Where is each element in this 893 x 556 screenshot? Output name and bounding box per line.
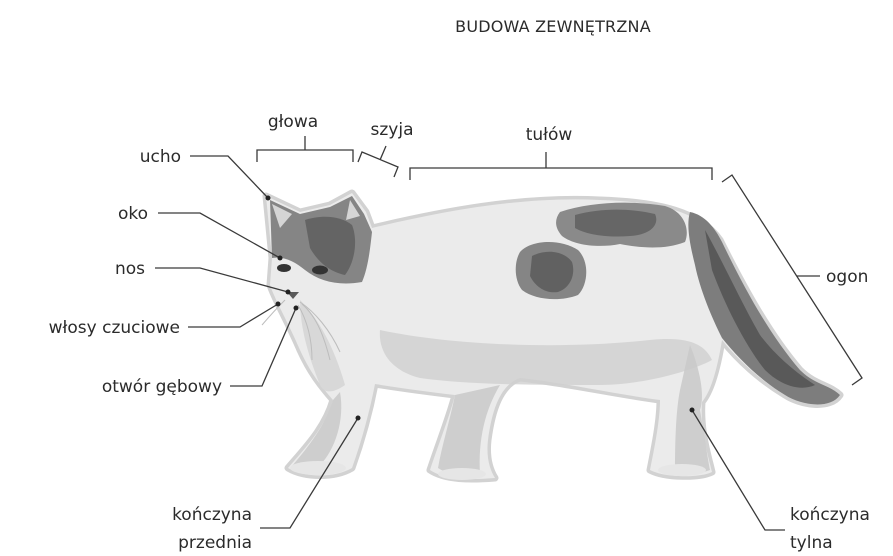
- eye-right: [312, 266, 328, 275]
- label-otwor: otwór gębowy: [102, 377, 222, 397]
- bracket-szyja: [358, 146, 398, 177]
- label-nos: nos: [115, 259, 145, 279]
- hind-paw: [658, 464, 706, 476]
- label-ucho: ucho: [140, 147, 181, 167]
- label-tulow: tułów: [526, 125, 573, 145]
- leader-ucho: [190, 156, 271, 201]
- eye-left: [277, 264, 291, 272]
- label-wlosy: włosy czuciowe: [49, 318, 180, 338]
- leader-wlosy: [188, 302, 281, 328]
- middle-paw: [438, 468, 486, 480]
- bracket-glowa: [257, 136, 353, 162]
- leader-oko: [158, 213, 283, 261]
- label-konczyna-przednia-1: kończyna: [172, 505, 252, 525]
- bracket-tulow: [410, 152, 712, 180]
- label-konczyna-tylna-1: kończyna: [790, 505, 870, 525]
- label-ogon: ogon: [826, 267, 868, 287]
- diagram-title: BUDOWA ZEWNĘTRZNA: [455, 17, 651, 36]
- front-paw: [290, 461, 346, 475]
- label-szyja: szyja: [371, 120, 414, 140]
- label-glowa: głowa: [268, 112, 318, 132]
- label-konczyna-przednia-2: przednia: [178, 533, 252, 553]
- label-oko: oko: [118, 204, 148, 224]
- cat-illustration: [262, 193, 840, 480]
- label-konczyna-tylna-2: tylna: [790, 533, 833, 553]
- back-patch-large-dark: [575, 210, 656, 237]
